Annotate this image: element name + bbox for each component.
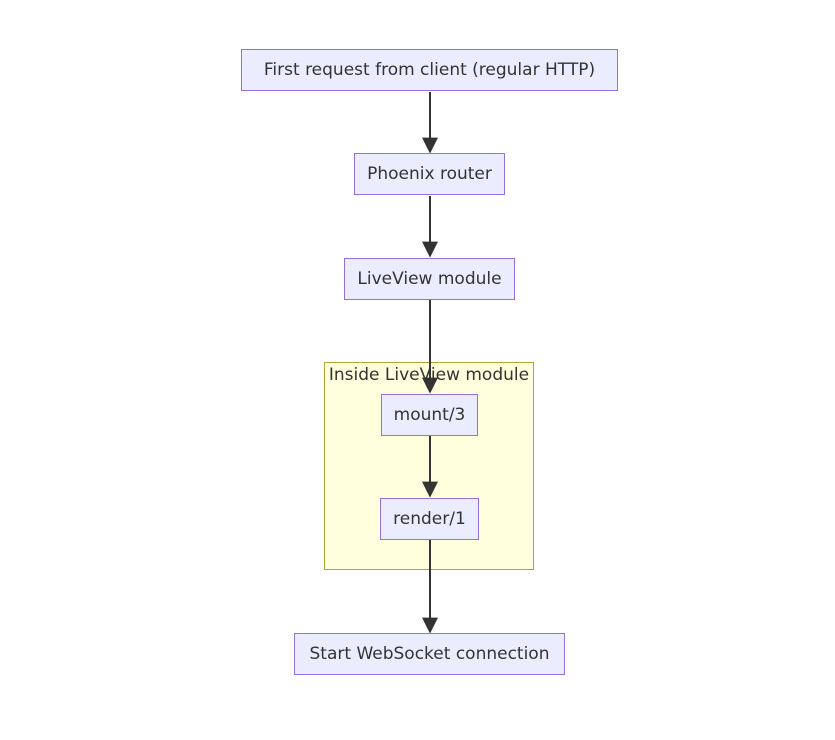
node-render: render/1 bbox=[380, 498, 479, 540]
node-start-websocket: Start WebSocket connection bbox=[294, 633, 565, 675]
node-first-request: First request from client (regular HTTP) bbox=[241, 49, 618, 91]
subgraph-title: Inside LiveView module bbox=[328, 365, 530, 385]
node-liveview-module: LiveView module bbox=[344, 258, 515, 300]
node-mount: mount/3 bbox=[381, 394, 478, 436]
node-phoenix-router: Phoenix router bbox=[354, 153, 505, 195]
